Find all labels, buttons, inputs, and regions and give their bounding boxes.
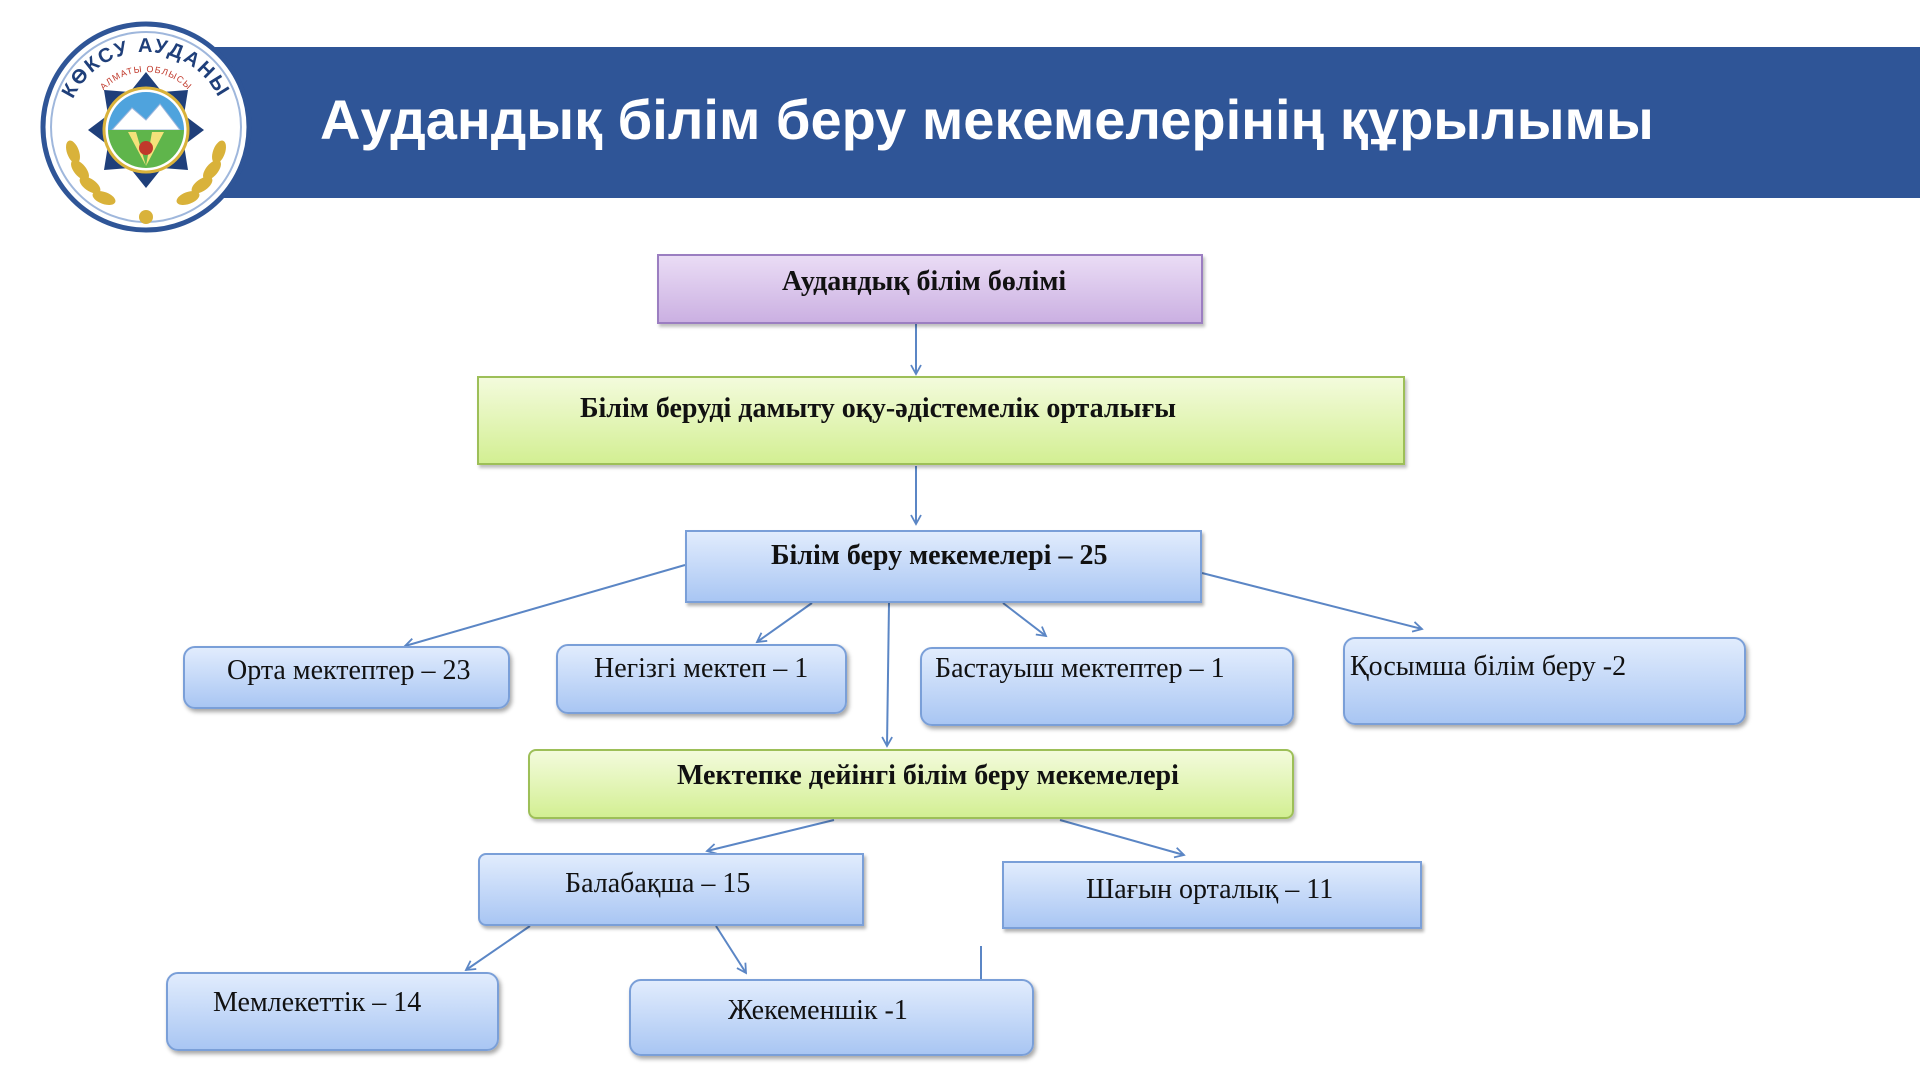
node-kindergarten-label: Балабақша – 15 — [565, 868, 751, 899]
connector-to-basic — [755, 602, 813, 644]
node-mini-center-label: Шағын орталық – 11 — [1086, 874, 1334, 905]
node-preschool-institutions-label: Мектепке дейінгі білім беру мекемелері — [677, 760, 1179, 791]
title-banner: Аудандық білім беру мекемелерінің құрылы… — [215, 47, 1920, 198]
connector-to-mini-center — [1059, 819, 1186, 859]
node-state: Мемлекеттік – 14 — [166, 972, 499, 1051]
node-primary-schools-label: Бастауыш мектептер – 1 — [935, 653, 1225, 684]
connector-to-primary — [1002, 602, 1048, 638]
node-private: Жекеменшік -1 — [629, 979, 1034, 1056]
district-emblem-logo: КӨКСУ АУДАНЫ АЛМАТЫ ОБЛЫСЫ — [28, 20, 264, 234]
node-mini-center: Шағын орталық – 11 — [1002, 861, 1422, 929]
node-private-label: Жекеменшік -1 — [728, 995, 908, 1026]
node-secondary-schools-label: Орта мектептер – 23 — [227, 655, 471, 686]
connector-to-private — [715, 925, 747, 975]
node-education-institutions-label: Білім беру мекемелері – 25 — [771, 540, 1108, 571]
page-title: Аудандық білім беру мекемелерінің құрылы… — [320, 88, 1654, 151]
node-district-department-label: Аудандық білім бөлімі — [782, 266, 1067, 297]
node-preschool-institutions: Мектепке дейінгі білім беру мекемелері — [528, 749, 1294, 819]
connector-to-secondary — [403, 564, 686, 650]
node-secondary-schools: Орта мектептер – 23 — [183, 646, 510, 709]
connector-to-preschool — [881, 602, 893, 748]
connector-to-kindergarten — [705, 819, 835, 855]
node-kindergarten: Балабақша – 15 — [478, 853, 864, 926]
node-methodical-center: Білім беруді дамыту оқу-әдістемелік орта… — [477, 376, 1405, 465]
node-primary-schools: Бастауыш мектептер – 1 — [920, 647, 1294, 726]
connector-to-state — [464, 925, 531, 972]
node-basic-school-label: Негізгі мектеп – 1 — [594, 653, 809, 684]
node-state-label: Мемлекеттік – 14 — [213, 987, 422, 1018]
connector-to-additional — [1201, 572, 1424, 633]
node-district-department: Аудандық білім бөлімі — [657, 254, 1203, 324]
node-methodical-center-label: Білім беруді дамыту оқу-әдістемелік орта… — [580, 393, 1177, 424]
node-education-institutions: Білім беру мекемелері – 25 — [685, 530, 1202, 603]
node-additional-education-label: Қосымша білім беру -2 — [1350, 651, 1627, 682]
node-basic-school: Негізгі мектеп – 1 — [556, 644, 847, 714]
node-additional-education: Қосымша білім беру -2 — [1343, 637, 1746, 725]
